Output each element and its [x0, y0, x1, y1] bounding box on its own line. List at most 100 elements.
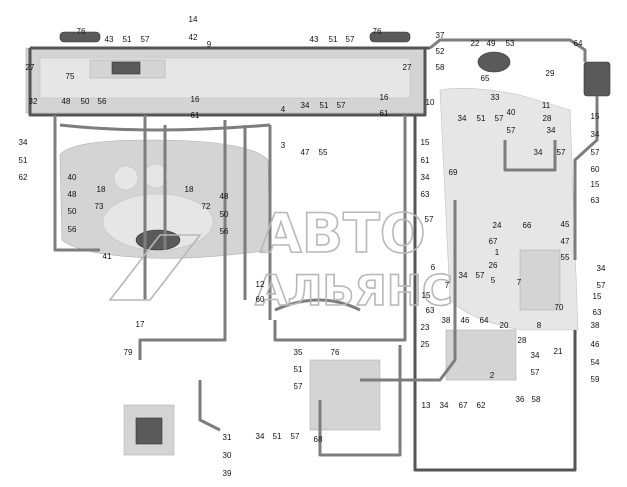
callout-label: 26: [489, 261, 498, 270]
callout-label: 15: [421, 138, 430, 147]
callout-label: 68: [314, 435, 323, 444]
callout-label: 46: [591, 340, 600, 349]
lower-pipes: [198, 345, 402, 457]
callout-label: 48: [220, 192, 229, 201]
callout-label: 51: [320, 101, 329, 110]
callout-label: 22: [471, 39, 480, 48]
callout-label: 3: [281, 141, 286, 150]
callout-label: 34: [534, 148, 543, 157]
watermark-line-2: АЛЬЯНС: [255, 266, 453, 315]
callout-label: 2: [490, 371, 495, 380]
callout-label: 36: [516, 395, 525, 404]
callout-label: 63: [593, 308, 602, 317]
callout-label: 60: [256, 295, 265, 304]
lower-left-loop: [138, 120, 227, 360]
callout-label: 69: [449, 168, 458, 177]
callout-label: 8: [537, 321, 542, 330]
dash-return-pipes: [243, 125, 272, 320]
callout-label: 79: [124, 348, 133, 357]
callout-label: 50: [220, 210, 229, 219]
callout-label: 56: [98, 97, 107, 106]
callout-label: 18: [185, 185, 194, 194]
callout-label: 1: [495, 248, 500, 257]
module-right: [519, 249, 561, 311]
callout-label: 57: [291, 432, 300, 441]
callout-label: 38: [442, 316, 451, 325]
callout-label: 60: [591, 165, 600, 174]
callout-label: 56: [220, 227, 229, 236]
callout-label: 43: [105, 35, 114, 44]
callout-label: 43: [310, 35, 319, 44]
callout-label: 57: [141, 35, 150, 44]
callout-label: 48: [62, 97, 71, 106]
callout-label: 63: [421, 190, 430, 199]
callout-label: 76: [373, 27, 382, 36]
callout-label: 16: [191, 95, 200, 104]
callout-label: 34: [458, 114, 467, 123]
nozzle-left: [59, 31, 101, 43]
callout-label: 16: [380, 93, 389, 102]
callout-label: 34: [440, 401, 449, 410]
callout-label: 9: [207, 40, 212, 49]
callout-label: 27: [403, 63, 412, 72]
callout-label: 37: [436, 31, 445, 40]
right-center-loop: [273, 115, 407, 342]
callout-label: 34: [256, 432, 265, 441]
callout-label: 62: [477, 401, 486, 410]
callout-label: 42: [189, 33, 198, 42]
callout-label: 13: [422, 401, 431, 410]
callout-label: 34: [421, 173, 430, 182]
callout-label: 4: [281, 105, 286, 114]
callout-label: 10: [426, 98, 435, 107]
callout-label: 41: [103, 252, 112, 261]
outer-loop-pipe: [413, 115, 577, 472]
dash-arc-pipe: [59, 123, 271, 132]
callout-label: 57: [495, 114, 504, 123]
callout-label: 25: [421, 340, 430, 349]
center-pipes: [143, 115, 167, 300]
callout-label: 7: [517, 278, 522, 287]
callout-label: 27: [26, 63, 35, 72]
callout-label: 12: [256, 280, 265, 289]
cabinet-block: [309, 359, 381, 431]
callout-label: 35: [294, 348, 303, 357]
callout-label: 34: [531, 351, 540, 360]
callout-label: 31: [223, 433, 232, 442]
callout-label: 40: [507, 108, 516, 117]
callout-label: 45: [561, 220, 570, 229]
callout-label: 14: [189, 15, 198, 24]
callout-label: 76: [331, 348, 340, 357]
roof-unit-core: [111, 61, 141, 75]
callout-label: 15: [593, 292, 602, 301]
callout-label: 61: [421, 156, 430, 165]
right-riser-pipe: [573, 96, 599, 260]
callout-label: 33: [491, 93, 500, 102]
fan-unit: [477, 51, 511, 73]
callout-label: 46: [461, 316, 470, 325]
callout-label: 34: [597, 264, 606, 273]
callout-label: 57: [476, 271, 485, 280]
callout-label: 30: [223, 451, 232, 460]
callout-label: 59: [591, 375, 600, 384]
callout-label: 76: [77, 27, 86, 36]
callout-label: 50: [68, 207, 77, 216]
callout-label: 62: [19, 173, 28, 182]
callout-label: 48: [68, 190, 77, 199]
callout-label: 57: [591, 148, 600, 157]
callout-label: 57: [425, 215, 434, 224]
callout-label: 57: [294, 382, 303, 391]
gauge-left: [113, 165, 139, 191]
callout-label: 55: [319, 148, 328, 157]
right-bracket-pipe: [503, 140, 557, 172]
callout-label: 47: [301, 148, 310, 157]
callout-label: 34: [19, 138, 28, 147]
callout-label: 67: [489, 237, 498, 246]
callout-label: 40: [68, 173, 77, 182]
callout-label: 7: [445, 281, 450, 290]
callout-label: 15: [591, 112, 600, 121]
callout-label: 73: [95, 202, 104, 211]
callout-label: 57: [346, 35, 355, 44]
callout-label: 49: [487, 39, 496, 48]
